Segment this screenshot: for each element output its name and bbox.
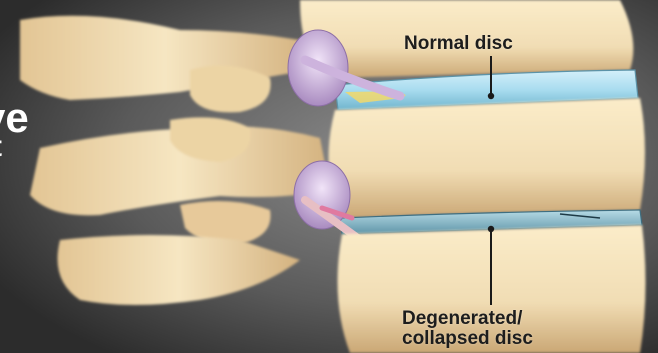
normal-disc-leader-dot: [488, 93, 494, 99]
normal-disc-label: Normal disc: [404, 34, 513, 54]
degenerated-disc-label: Degenerated/ collapsed disc: [402, 309, 533, 349]
degenerated-disc-label-line2: collapsed disc: [402, 329, 533, 349]
degenerated-disc-label-line1: Degenerated/: [402, 309, 533, 329]
cropped-text-fragment: ve: [0, 97, 29, 139]
degenerated-disc-leader-dot: [488, 226, 494, 232]
cropped-text-fragment: t: [0, 132, 2, 162]
